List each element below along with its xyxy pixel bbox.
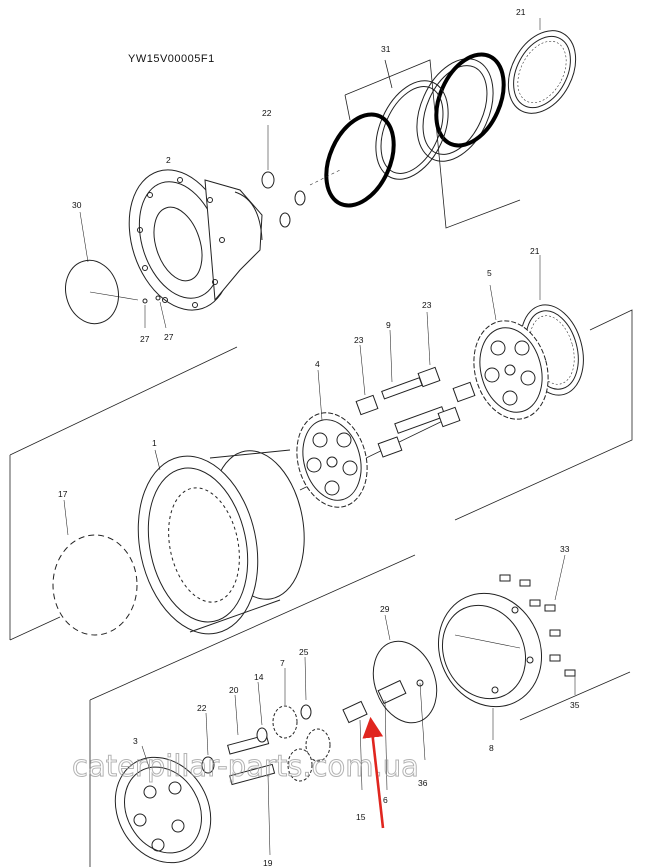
callout-27a: 27	[140, 334, 150, 344]
callout-36: 36	[418, 778, 428, 788]
o-ring-29	[372, 640, 438, 724]
planet-carrier-3	[114, 756, 212, 864]
callout-19: 19	[263, 858, 273, 867]
callout-23a: 23	[422, 300, 432, 310]
callout-15: 15	[356, 812, 366, 822]
callout-25: 25	[299, 647, 309, 657]
callout-22a: 22	[262, 108, 272, 118]
planet-gears-7	[201, 704, 331, 786]
o-ring-30	[65, 259, 119, 325]
section-hub-assembly	[65, 18, 577, 329]
ring-gear-housing-1	[137, 449, 305, 635]
bearing-ring-21	[507, 30, 577, 114]
callout-7: 7	[280, 658, 285, 668]
callout-14: 14	[254, 672, 264, 682]
section-planetary-stage-1	[9, 255, 633, 641]
callout-20: 20	[229, 685, 239, 695]
section-planetary-stage-2	[89, 554, 631, 867]
roller-set-17	[52, 534, 138, 636]
callout-35: 35	[570, 700, 580, 710]
callout-33: 33	[560, 544, 570, 554]
callout-22b: 22	[197, 703, 207, 713]
callout-6: 6	[383, 795, 388, 805]
callout-2: 2	[166, 155, 171, 165]
bushing-22a	[261, 171, 275, 189]
callout-1: 1	[152, 438, 157, 448]
callout-labels: 21 31 22 2 30 27 27 21 5 23 9 23 4 1 17 …	[58, 7, 580, 867]
callout-9: 9	[386, 320, 391, 330]
cover-8	[437, 592, 543, 708]
planet-carrier-gear-5	[473, 320, 549, 420]
planet-shafts-9	[355, 366, 476, 458]
callout-8: 8	[489, 743, 494, 753]
callout-3: 3	[133, 736, 138, 746]
callout-21b: 21	[530, 246, 540, 256]
highlight-arrow	[362, 716, 385, 829]
callout-23b: 23	[354, 335, 364, 345]
callout-31: 31	[381, 44, 391, 54]
callout-29: 29	[380, 604, 390, 614]
hub-2	[128, 169, 263, 311]
sun-gear-6	[342, 679, 407, 724]
callout-21a: 21	[516, 7, 526, 17]
callout-30: 30	[72, 200, 82, 210]
watermark: caterpillar-parts.com.ua	[72, 749, 419, 783]
callout-27b: 27	[164, 332, 174, 342]
planet-carrier-gear-4	[296, 412, 368, 508]
floating-seal-31	[324, 52, 506, 208]
callout-5: 5	[487, 268, 492, 278]
drawing-code: YW15V00005F1	[128, 53, 215, 65]
callout-4: 4	[315, 359, 320, 369]
bolts-33	[499, 574, 576, 677]
callout-17: 17	[58, 489, 68, 499]
